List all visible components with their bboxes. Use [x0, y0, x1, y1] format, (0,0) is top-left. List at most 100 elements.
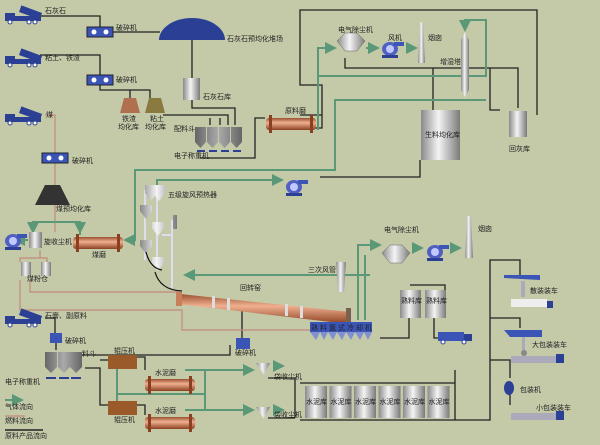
tertiary-duct-cone	[336, 262, 346, 292]
label-dust-silo: 回灰库	[509, 144, 530, 153]
clinker-cooler	[310, 322, 372, 340]
cement-mill	[145, 376, 195, 394]
small-bag-loading-station	[511, 411, 564, 420]
coal-mill	[73, 234, 123, 252]
label-raw-mill: 原料磨	[285, 106, 306, 115]
label-clay-slag: 粘土、铁渣	[45, 53, 80, 62]
label-slag: 铁渣	[122, 114, 136, 123]
label-crusher: 破碎机	[72, 156, 93, 165]
label-coal: 煤	[46, 110, 53, 119]
label-cement-mill: 水泥磨	[155, 406, 176, 415]
label-crusher: 破碎机	[235, 348, 256, 357]
label-clay-2: 均化库	[145, 122, 166, 131]
truck-icon	[4, 47, 43, 68]
raw-mill	[266, 115, 316, 133]
coal-bin	[41, 262, 51, 276]
crusher-icon	[86, 74, 114, 86]
label-cement-silo: 水泥库	[306, 397, 327, 406]
label-crusher: 破碎机	[116, 75, 137, 84]
label-limestone-yard: 石灰石预均化堆场	[227, 34, 283, 43]
truck-icon	[438, 332, 472, 345]
cyclone-collector	[29, 232, 42, 248]
truck-icon	[4, 307, 43, 328]
label-roller-press: 辊压机	[114, 346, 135, 355]
truck-icon	[4, 4, 43, 25]
batching-hoppers	[195, 127, 242, 152]
cooler-char: 却	[356, 323, 363, 332]
cement-silo	[305, 386, 327, 418]
cement-silo	[403, 386, 425, 418]
label-cement-silo: 水泥库	[404, 397, 425, 406]
limestone-yard-dome	[159, 18, 225, 40]
fan-icon	[382, 42, 404, 58]
coal-bin	[21, 262, 31, 276]
rotary-kiln	[176, 292, 351, 326]
label-packer: 包装机	[520, 385, 541, 394]
label-fan: 风机	[388, 33, 402, 42]
roller-press	[108, 401, 137, 415]
label-raw-meal-silo: 生料均化库	[425, 130, 460, 139]
fan-icon	[427, 245, 449, 261]
label-clinker-silo: 熟料库	[401, 296, 422, 305]
fan-icon	[286, 180, 308, 196]
clay-homog-silo	[145, 98, 165, 113]
legend-fuel: 燃料流向	[5, 416, 33, 425]
crusher-icon	[41, 152, 69, 164]
label-hopper: 料斗	[82, 349, 96, 358]
big-bag-loading-station	[504, 330, 564, 363]
label-batching-hopper: 配料斗	[174, 124, 195, 133]
cooler-char: 机	[365, 323, 372, 332]
label-cement-silo: 水泥库	[355, 397, 376, 406]
label-bag-filter: 袋收尘机	[274, 372, 302, 381]
cooler-char: 冷	[347, 323, 354, 332]
label-clinker-silo: 熟料库	[426, 296, 447, 305]
fan-icon	[5, 234, 27, 250]
label-gypsum: 石膏、副原料	[45, 311, 87, 320]
dust-silo	[509, 111, 527, 137]
label-cyclone-collector: 旋收尘机	[44, 237, 72, 246]
label-esp: 电气除尘机	[338, 25, 373, 34]
cement-silo	[427, 386, 450, 418]
label-crusher: 破碎机	[116, 23, 137, 32]
material-flow-lines	[40, 9, 538, 178]
roller-press	[108, 355, 137, 369]
bag-filter	[256, 407, 270, 419]
bag-filter	[256, 363, 270, 375]
label-cement-mill: 水泥磨	[155, 368, 176, 377]
cement-mill	[145, 414, 195, 432]
preheater-tower	[140, 185, 183, 292]
clinker-silo	[425, 290, 446, 318]
label-coal-yard: 煤预均化库	[56, 204, 91, 213]
label-tertiary-duct: 三次风管	[308, 265, 336, 274]
legend-gas: 气体流向	[5, 402, 33, 411]
label-limestone-silo: 石灰石库	[203, 92, 231, 101]
cement-silo	[354, 386, 376, 418]
label-limestone: 石灰石	[45, 6, 66, 15]
cooler-char: 篦	[329, 323, 336, 332]
humidifier-tower	[461, 32, 469, 97]
truck-icon	[4, 105, 43, 126]
crusher-icon	[236, 338, 250, 349]
label-cement-silo: 水泥库	[331, 397, 352, 406]
label-preheater: 五级旋风预热器	[168, 190, 217, 199]
packer-icon	[504, 381, 514, 395]
label-clay: 粘土	[150, 114, 164, 123]
label-crusher: 破碎机	[65, 336, 86, 345]
chimney-icon	[465, 216, 473, 258]
label-kiln: 回转窑	[240, 283, 261, 292]
label-scale: 电子称重机	[174, 151, 209, 160]
raw-meal-silo	[421, 110, 460, 160]
chimney-icon	[418, 22, 425, 63]
limestone-silo	[183, 78, 200, 100]
slag-homog-silo	[120, 98, 140, 113]
label-small-bag-loading: 小包装装车	[536, 403, 571, 412]
label-slag-2: 均化库	[118, 122, 139, 131]
bulk-loading-station	[504, 275, 553, 308]
crusher-icon	[50, 333, 62, 343]
cement-silo	[378, 386, 401, 418]
label-scale: 电子称重机	[5, 377, 40, 386]
esp-icon	[336, 32, 366, 52]
cooler-char: 料	[320, 323, 327, 332]
